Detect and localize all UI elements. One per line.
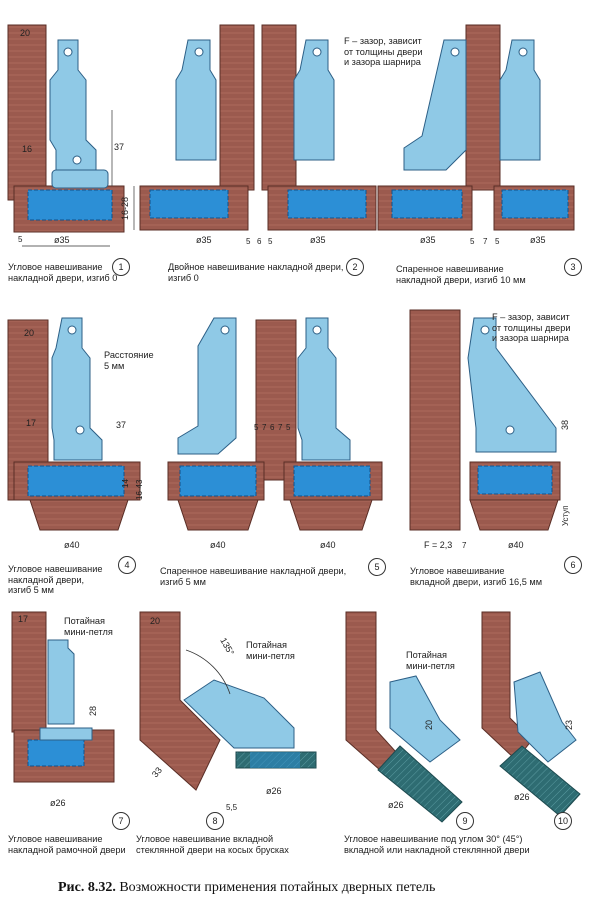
caption-panel-2: Двойное навешивание накладной двери, изг… [168, 262, 344, 283]
dim-2-c: 5 [268, 237, 273, 246]
dim-1-h2: 16-28 [120, 197, 130, 220]
dim-5-c: 6 [270, 423, 275, 432]
dim-1-inner: 16 [22, 144, 32, 154]
caption-panel-9-10: Угловое навешивание под углом 30° (45°) … [344, 834, 530, 855]
dim-9-dia: ø26 [388, 800, 404, 810]
panel-8-drawing [139, 611, 317, 791]
panel-number-9: 9 [456, 812, 474, 830]
panel-6-drawing [409, 309, 561, 531]
panel-1-drawing [7, 24, 135, 247]
caption-panel-7: Угловое навешивание накладной рамочной д… [8, 834, 126, 855]
dim-1-h1: 37 [114, 142, 124, 152]
note-mini-hinge-9: Потайная мини-петля [406, 650, 455, 671]
dim-7-dia: ø26 [50, 798, 66, 808]
figure-caption: Рис. 8.32. Возможности применения потайн… [58, 880, 435, 896]
dim-4-h2: 14 [121, 479, 130, 488]
dim-8-len: 33 [150, 765, 164, 779]
cabinet-side-left [219, 24, 255, 191]
panel-number-6: 6 [564, 556, 582, 574]
dim-2-b: 6 [257, 237, 262, 246]
dim-10-h1: 23 [564, 720, 574, 730]
note-mini-hinge-7: Потайная мини-петля [64, 616, 113, 637]
dim-1-top: 20 [20, 28, 30, 38]
dim-1-dia: ø35 [54, 235, 70, 245]
dim-9-h1: 20 [424, 720, 434, 730]
dim-5-a: 5 [254, 423, 259, 432]
figure-label: Рис. 8.32. [58, 880, 116, 895]
panel-number-3: 3 [564, 258, 582, 276]
dim-2-dia1: ø35 [196, 235, 212, 245]
panel-5-drawing [167, 317, 383, 531]
panel-3-drawing [377, 24, 575, 231]
note-distance: Расстояние 5 мм [104, 350, 154, 371]
dim-8-angle: 135° [218, 636, 236, 657]
dim-5-dia2: ø40 [320, 540, 336, 550]
dim-3-dia2: ø35 [530, 235, 546, 245]
hinge-arm [49, 39, 97, 186]
dim-3-c: 5 [495, 237, 500, 246]
dim-5-d: 7 [278, 423, 283, 432]
dim-7-h1: 28 [88, 706, 98, 716]
panel-7-drawing [11, 611, 115, 783]
figure-title: Возможности применения потайных дверных … [119, 880, 436, 895]
dim-6-b: 7 [462, 541, 467, 550]
panel-2-drawing [139, 24, 377, 231]
panel-number-8: 8 [206, 812, 224, 830]
dim-8-top: 20 [150, 616, 160, 626]
cabinet-side [7, 24, 47, 201]
dim-5-e: 5 [286, 423, 291, 432]
panel-number-1: 1 [112, 258, 130, 276]
cabinet-side [465, 24, 501, 191]
panel-number-2: 2 [346, 258, 364, 276]
dim-2-a: 5 [246, 237, 251, 246]
panel-number-10: 10 [554, 812, 572, 830]
dim-3-b: 7 [483, 237, 488, 246]
dim-6-h1: 38 [560, 420, 570, 430]
hinge-base [51, 169, 109, 189]
caption-panel-3: Спаренное навешивание накладной двери, и… [396, 264, 526, 285]
dim-3-a: 5 [470, 237, 475, 246]
dim-8-b: 5,5 [226, 803, 238, 812]
note-f-gap-panel-6: F – зазор, зависит от толщины двери и за… [492, 312, 571, 343]
dim-2-dia2: ø35 [310, 235, 326, 245]
dim-4-h3: 16-43 [135, 479, 144, 500]
dim-4-top: 20 [24, 328, 34, 338]
dim-6-f: F = 2,3 [424, 540, 452, 550]
dim-10-dia: ø26 [514, 792, 530, 802]
caption-panel-5: Спаренное навешивание накладной двери, и… [160, 566, 347, 587]
note-f-gap-top: F – зазор, зависит от толщины двери и за… [344, 36, 423, 67]
caption-panel-4: Угловое навешивание накладной двери, изг… [8, 564, 103, 595]
panel-number-5: 5 [368, 558, 386, 576]
dim-7-top: 17 [18, 614, 28, 624]
panel-10-drawing [481, 611, 581, 817]
note-mini-hinge-8: Потайная мини-петля [246, 640, 295, 661]
cabinet-side-right [261, 24, 297, 191]
dim-4-dia: ø40 [64, 540, 80, 550]
caption-panel-1: Угловое навешивание накладной двери, изг… [8, 262, 118, 283]
panel-number-4: 4 [118, 556, 136, 574]
cup-recess [27, 189, 113, 221]
dim-1-small: 5 [18, 235, 23, 244]
panel-number-7: 7 [112, 812, 130, 830]
dim-6-step: Уступ [561, 505, 570, 526]
panel-4-drawing [7, 317, 141, 531]
dim-3-dia1: ø35 [420, 235, 436, 245]
panel-9-drawing [345, 611, 463, 823]
dim-5-b: 7 [262, 423, 267, 432]
dim-8-dia: ø26 [266, 786, 282, 796]
dim-5-dia1: ø40 [210, 540, 226, 550]
dim-6-dia: ø40 [508, 540, 524, 550]
dim-4-inner: 17 [26, 418, 36, 428]
dim-4-h1: 37 [116, 420, 126, 430]
caption-panel-6: Угловое навешивание вкладной двери, изги… [410, 566, 543, 587]
caption-panel-8: Угловое навешивание вкладной стеклянной … [136, 834, 289, 855]
